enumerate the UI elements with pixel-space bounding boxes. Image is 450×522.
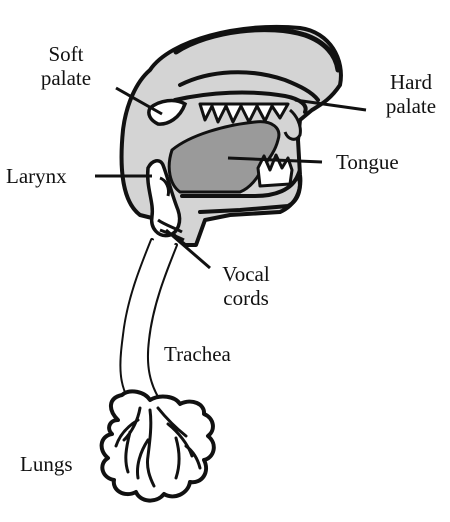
label-vocal-cords: Vocal cords: [206, 262, 286, 310]
label-larynx: Larynx: [6, 164, 67, 188]
label-trachea: Trachea: [164, 342, 231, 366]
label-hard-palate: Hard palate: [372, 70, 450, 118]
label-lungs: Lungs: [20, 452, 73, 476]
label-soft-palate: Soft palate: [30, 42, 102, 90]
trachea-fill: [121, 240, 176, 410]
label-tongue: Tongue: [336, 150, 399, 174]
